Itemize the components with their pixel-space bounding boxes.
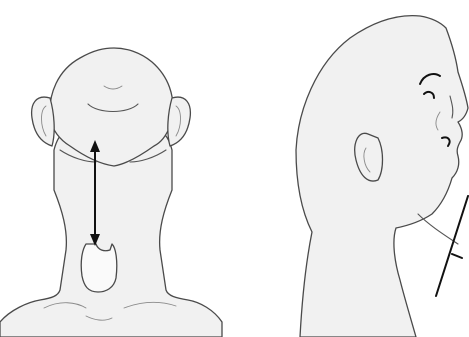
throat-measurement-line [436, 196, 468, 296]
throat-tick [452, 254, 462, 258]
right-ear [168, 97, 191, 146]
front-neck-view [0, 48, 222, 337]
head-outline [296, 16, 468, 337]
sternal-notch [81, 244, 117, 292]
throat-line [436, 196, 468, 296]
side-head-view [296, 16, 468, 337]
left-ear [32, 97, 55, 146]
